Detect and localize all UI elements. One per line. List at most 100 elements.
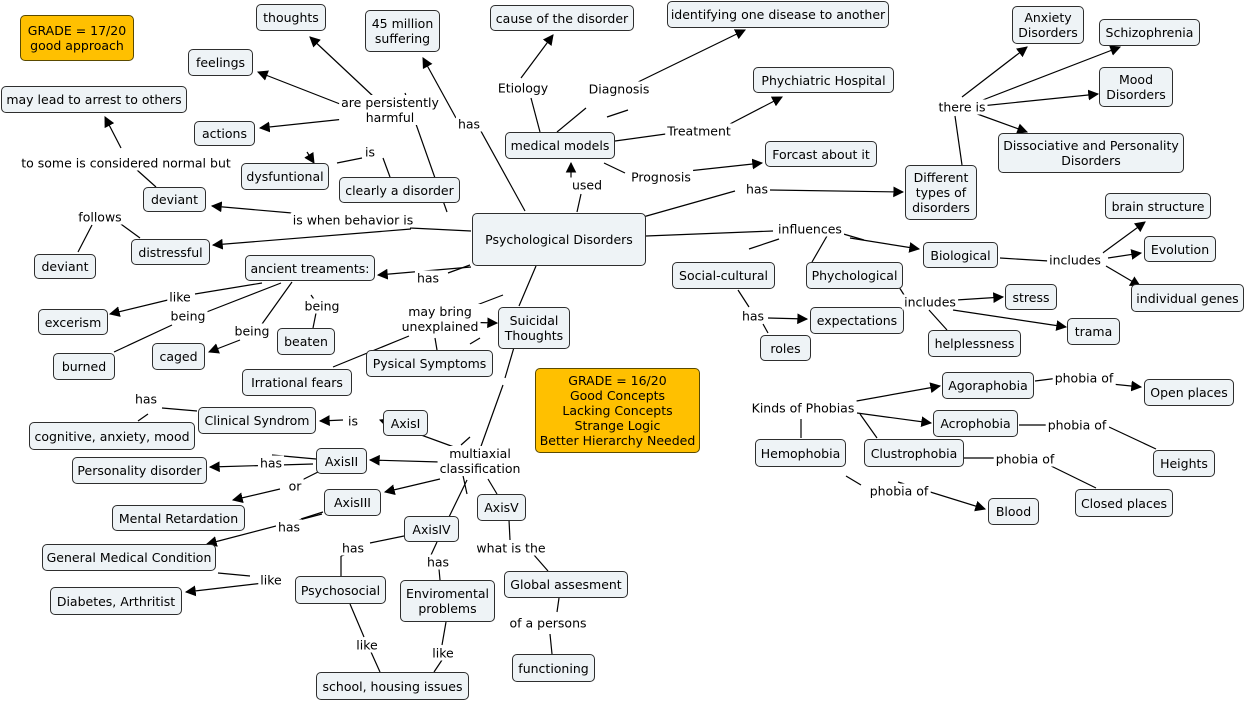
connector-line [576, 193, 582, 213]
concept-forcast-about-it[interactable]: Forcast about it [765, 141, 877, 167]
connector-line [839, 232, 865, 241]
connector-line [137, 413, 149, 422]
link-label-being: being [232, 323, 272, 339]
concept-distressful[interactable]: distressful [131, 239, 210, 265]
concept-axis-3[interactable]: AxisIII [324, 489, 381, 516]
concept-functioning[interactable]: functioning [512, 654, 595, 682]
concept-clustrophobia[interactable]: Clustrophobia [864, 439, 964, 467]
connector-line [312, 312, 317, 329]
connector-arrow [104, 116, 122, 149]
concept-brain-structure[interactable]: brain structure [1105, 193, 1211, 219]
concept-clinical-syndrom[interactable]: Clinical Syndrom [198, 407, 316, 434]
concept-thoughts[interactable]: thoughts [256, 4, 326, 31]
concept-clearly-a-disorder[interactable]: clearly a disorder [339, 177, 460, 203]
connector-arrow [727, 96, 783, 126]
connector-arrow [974, 45, 1122, 104]
concept-beaten[interactable]: beaten [277, 328, 335, 355]
link-label-includes-biological: includes [1047, 252, 1103, 268]
link-label-is-axis1: is [346, 413, 360, 429]
concept-deviant-2[interactable]: deviant [34, 254, 96, 279]
concept-deviant[interactable]: deviant [143, 187, 206, 212]
concept-cause-of-disorder[interactable]: cause of the disorder [490, 5, 634, 31]
concept-individual-genes[interactable]: individual genes [1131, 284, 1244, 312]
concept-phychological[interactable]: Phychological [806, 262, 903, 289]
concept-heights[interactable]: Heights [1153, 450, 1215, 477]
connector-line [603, 162, 626, 174]
concept-caged[interactable]: caged [152, 343, 205, 370]
concept-psychiatric-hospital[interactable]: Phychiatric Hospital [753, 67, 894, 93]
connector-line [441, 621, 447, 646]
link-label-treatment: Treatment [665, 123, 733, 139]
concept-axis-4[interactable]: AxisIV [404, 516, 459, 542]
concept-identifying-disease[interactable]: identifying one disease to another [667, 1, 889, 28]
concept-irrational-fears[interactable]: Irrational fears [242, 369, 352, 396]
concept-trama[interactable]: trama [1067, 318, 1120, 345]
concept-global-assesment[interactable]: Global assesment [504, 571, 628, 598]
concept-helplessness[interactable]: helplessness [928, 330, 1021, 357]
connector-line [518, 265, 537, 307]
concept-general-medical-condition[interactable]: General Medical Condition [42, 544, 216, 571]
concept-closed-places[interactable]: Closed places [1075, 489, 1173, 517]
connector-line [928, 309, 948, 331]
concept-burned[interactable]: burned [53, 353, 115, 380]
connector-line [614, 132, 674, 142]
concept-diabetes-arthritist[interactable]: Diabetes, Arthritist [50, 587, 182, 615]
concept-cognitive-anxiety-mood[interactable]: cognitive, anxiety, mood [29, 422, 195, 450]
concept-blood[interactable]: Blood [988, 498, 1039, 525]
concept-ancient-treatments[interactable]: ancient treaments: [245, 255, 375, 281]
concept-biological[interactable]: Biological [923, 242, 998, 268]
connector-line [508, 519, 511, 541]
concept-social-cultural[interactable]: Social-cultural [672, 262, 775, 289]
concept-axis-5[interactable]: AxisV [477, 494, 526, 521]
connector-line [487, 478, 498, 495]
connector-arrow [952, 309, 1068, 331]
connector-line [811, 235, 828, 263]
concept-agoraphobia[interactable]: Agoraphobia [942, 372, 1034, 399]
concept-stress[interactable]: stress [1005, 284, 1057, 310]
concept-axis-1[interactable]: AxisI [383, 410, 428, 436]
connector-arrow [961, 46, 1028, 98]
concept-actions[interactable]: actions [194, 121, 255, 146]
concept-roles[interactable]: roles [760, 335, 811, 361]
concept-open-places[interactable]: Open places [1144, 379, 1234, 406]
concept-medical-models[interactable]: medical models [505, 132, 615, 159]
link-label-there-is: there is [936, 99, 988, 115]
concept-arrest-to-others[interactable]: may lead to arrest to others [1, 86, 187, 113]
concept-mental-retardation[interactable]: Mental Retardation [112, 505, 245, 531]
concept-axis-2[interactable]: AxisII [316, 448, 367, 474]
concept-excerism[interactable]: excerism [38, 309, 108, 335]
link-label-like: like [354, 637, 380, 653]
link-label-phobia-of: phobia of [1052, 370, 1116, 386]
concept-physical-symptoms[interactable]: Pysical Symptoms [366, 350, 493, 377]
connector-line [762, 323, 769, 334]
connector-line [349, 603, 365, 638]
concept-evolution[interactable]: Evolution [1144, 236, 1216, 262]
concept-dysfuntional[interactable]: dysfuntional [241, 163, 329, 190]
concept-feelings[interactable]: feelings [188, 49, 253, 76]
connector-arrow [767, 313, 809, 325]
concept-personality-disorder[interactable]: Personality disorder [72, 457, 207, 484]
concept-psychosocial[interactable]: Psychosocial [295, 576, 386, 604]
concept-school-housing-issues[interactable]: school, housing issues [316, 672, 469, 700]
concept-psychological-disorders[interactable]: Psychological Disorders [472, 213, 646, 266]
connector-arrow [633, 29, 746, 85]
concept-acrophobia[interactable]: Acrophobia [933, 410, 1018, 437]
connector-line [256, 281, 293, 332]
link-label-has-types: has [743, 181, 771, 197]
concept-schizophrenia[interactable]: Schizophrenia [1099, 19, 1200, 46]
concept-hemophobia[interactable]: Hemophobia [755, 439, 846, 467]
connector-line [448, 479, 468, 518]
connector-line [447, 264, 471, 274]
concept-expectations[interactable]: expectations [810, 307, 904, 334]
